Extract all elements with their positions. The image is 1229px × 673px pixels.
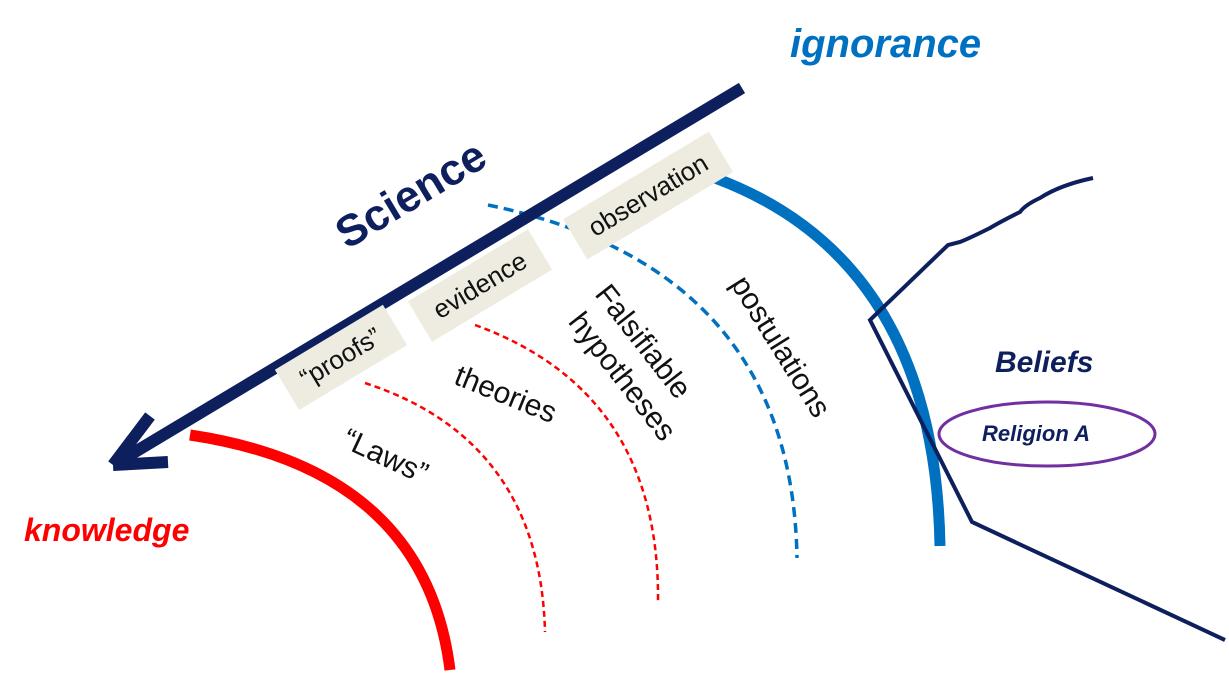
science-arrow <box>121 82 746 464</box>
arrowhead-icon <box>108 412 169 471</box>
laws-boundary-arc <box>364 381 547 633</box>
religion-label: Religion A <box>982 421 1090 446</box>
knowledge-label: knowledge <box>24 512 190 548</box>
religion-ellipse <box>937 400 1157 468</box>
ignorance-boundary-arc <box>713 172 946 547</box>
theories-boundary-arc <box>474 323 660 603</box>
hypotheses-boundary-arc <box>487 203 799 559</box>
ignorance-label: ignorance <box>790 22 982 66</box>
knowledge-boundary-arc <box>189 429 456 671</box>
beliefs-label: Beliefs <box>995 346 1094 379</box>
beliefs-boundary-line <box>867 176 1226 642</box>
